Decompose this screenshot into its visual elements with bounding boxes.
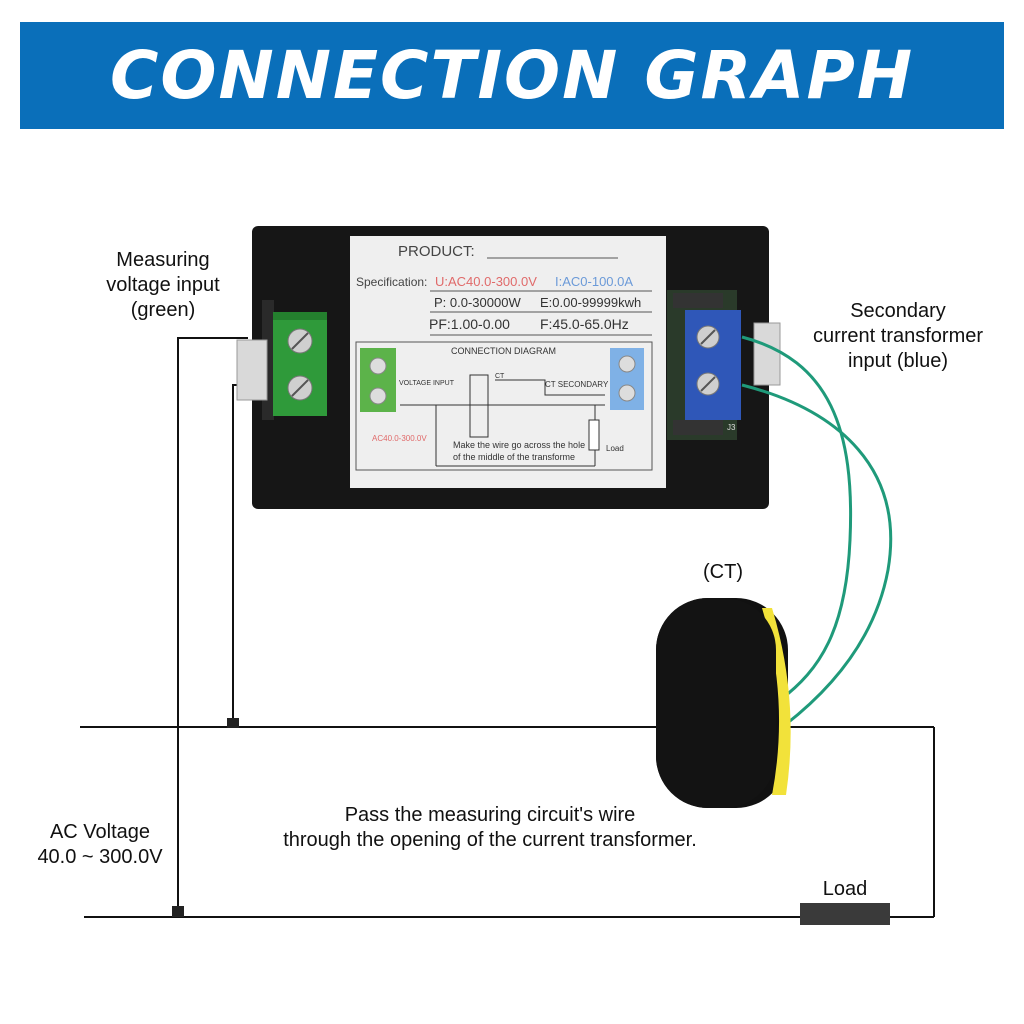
voltage-spec: U:AC40.0-300.0V	[435, 274, 537, 289]
ct-secondary-wires	[741, 335, 893, 727]
load-label: Load	[822, 878, 868, 900]
ct-label: (CT)	[703, 561, 743, 583]
voltage-lead-2	[232, 384, 248, 727]
ac-voltage-label: AC Voltage 40.0 ~ 300.0V	[37, 821, 163, 868]
blue-terminal-block: J3	[667, 290, 741, 440]
voltage-input-label: Measuring voltage input (green)	[106, 249, 220, 321]
ct-secondary-label: CT SECONDARY	[545, 380, 609, 389]
energy-range: E:0.00-99999kwh	[540, 295, 641, 310]
ct-input-label: Secondary current transformer input (blu…	[812, 300, 984, 372]
circuit-wiring	[80, 337, 935, 918]
junction-dot	[227, 718, 239, 728]
voltage-input-label: VOLTAGE INPUT	[399, 380, 455, 387]
freq-range: F:45.0-65.0Hz	[540, 316, 629, 332]
ct-label: CT	[495, 373, 505, 380]
power-range: P: 0.0-30000W	[434, 295, 521, 310]
title-banner: CONNECTION GRAPH	[20, 22, 1004, 129]
note-line-1: Make the wire go across the hole	[453, 440, 585, 450]
note-line-2: of the middle of the transforme	[453, 452, 575, 462]
spec-label: Specification:	[356, 275, 427, 289]
sticker-blue-terminal	[610, 348, 644, 410]
meter-device: J3 PRODUCT: Specification: U:AC40.0-300.…	[236, 226, 781, 509]
sticker-load-label: Load	[606, 444, 624, 453]
junction-dot	[172, 906, 184, 917]
pf-range: PF:1.00-0.00	[429, 316, 510, 332]
voltage-lead-1	[177, 337, 248, 917]
sticker-green-terminal	[360, 348, 396, 412]
current-spec: I:AC0-100.0A	[555, 274, 633, 289]
ac-range-label: AC40.0-300.0V	[372, 434, 427, 443]
j3-label: J3	[727, 423, 736, 432]
product-label: PRODUCT:	[398, 243, 475, 260]
load-resistor	[800, 903, 890, 925]
connection-diagram-title: CONNECTION DIAGRAM	[451, 346, 556, 356]
current-transformer	[656, 598, 791, 808]
page-title: CONNECTION GRAPH	[109, 37, 915, 114]
green-terminal-block	[273, 312, 327, 416]
pass-wire-instruction: Pass the measuring circuit's wire throug…	[283, 804, 697, 851]
